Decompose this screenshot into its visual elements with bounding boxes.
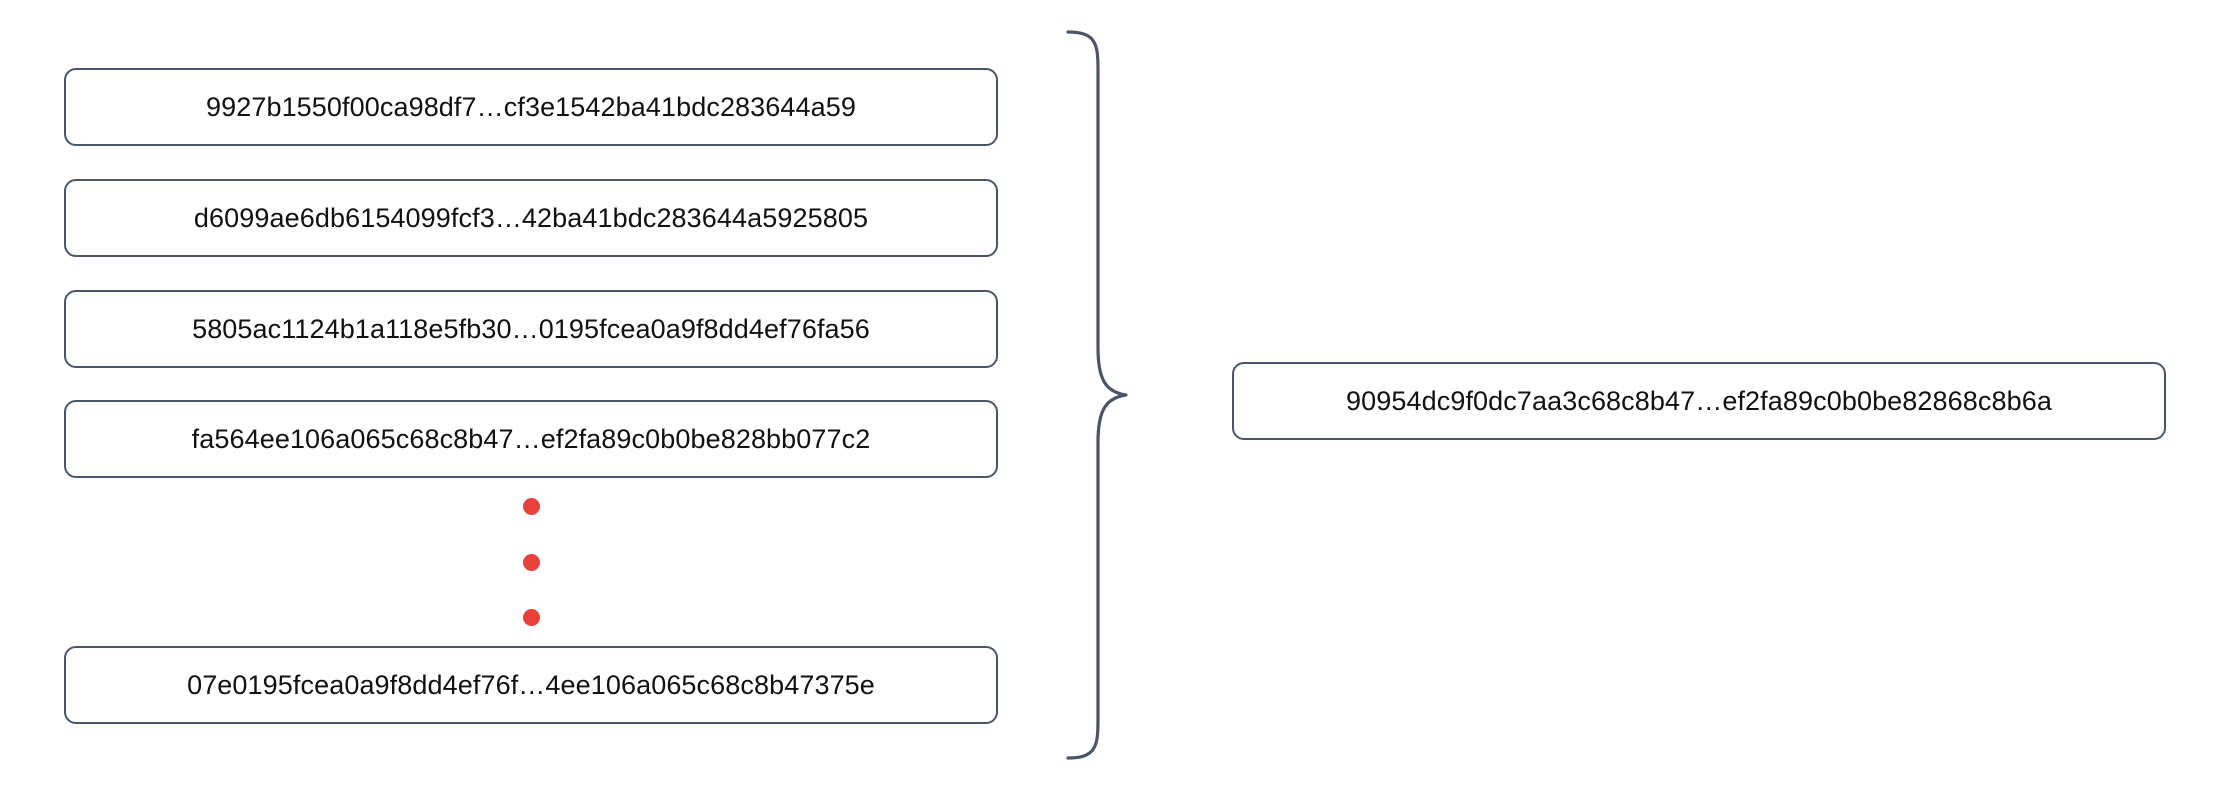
ellipsis-dot-3 xyxy=(522,609,540,626)
input-hash-label-4: fa564ee106a065c68c8b47…ef2fa89c0b0be828b… xyxy=(191,423,871,454)
input-hash-label-1: 9927b1550f00ca98df7…cf3e1542ba41bdc28364… xyxy=(205,91,856,122)
output-hash-label: 90954dc9f0dc7aa3c68c8b47…ef2fa89c0b0be82… xyxy=(1346,385,2052,416)
input-hash-label-5: 07e0195fcea0a9f8dd4ef76f…4ee106a065c68c8… xyxy=(187,669,875,700)
vertical-ellipsis-icon xyxy=(497,498,565,626)
ellipsis-dot-1 xyxy=(522,498,540,515)
ellipsis-dot-2 xyxy=(522,553,540,571)
curly-brace-svg xyxy=(1066,30,1128,760)
curly-brace-icon xyxy=(1052,30,1132,760)
input-hash-box-4[interactable]: fa564ee106a065c68c8b47…ef2fa89c0b0be828b… xyxy=(64,400,998,478)
input-hash-label-3: 5805ac1124b1a118e5fb30…0195fcea0a9f8dd4e… xyxy=(192,313,870,344)
input-hash-label-2: d6099ae6db6154099fcf3…42ba41bdc283644a59… xyxy=(193,202,869,233)
input-hash-box-2[interactable]: d6099ae6db6154099fcf3…42ba41bdc283644a59… xyxy=(64,179,998,257)
output-hash-box[interactable]: 90954dc9f0dc7aa3c68c8b47…ef2fa89c0b0be82… xyxy=(1232,362,2166,440)
input-hash-box-5[interactable]: 07e0195fcea0a9f8dd4ef76f…4ee106a065c68c8… xyxy=(64,646,998,724)
input-hash-box-3[interactable]: 5805ac1124b1a118e5fb30…0195fcea0a9f8dd4e… xyxy=(64,290,998,368)
input-hash-box-1[interactable]: 9927b1550f00ca98df7…cf3e1542ba41bdc28364… xyxy=(64,68,998,146)
